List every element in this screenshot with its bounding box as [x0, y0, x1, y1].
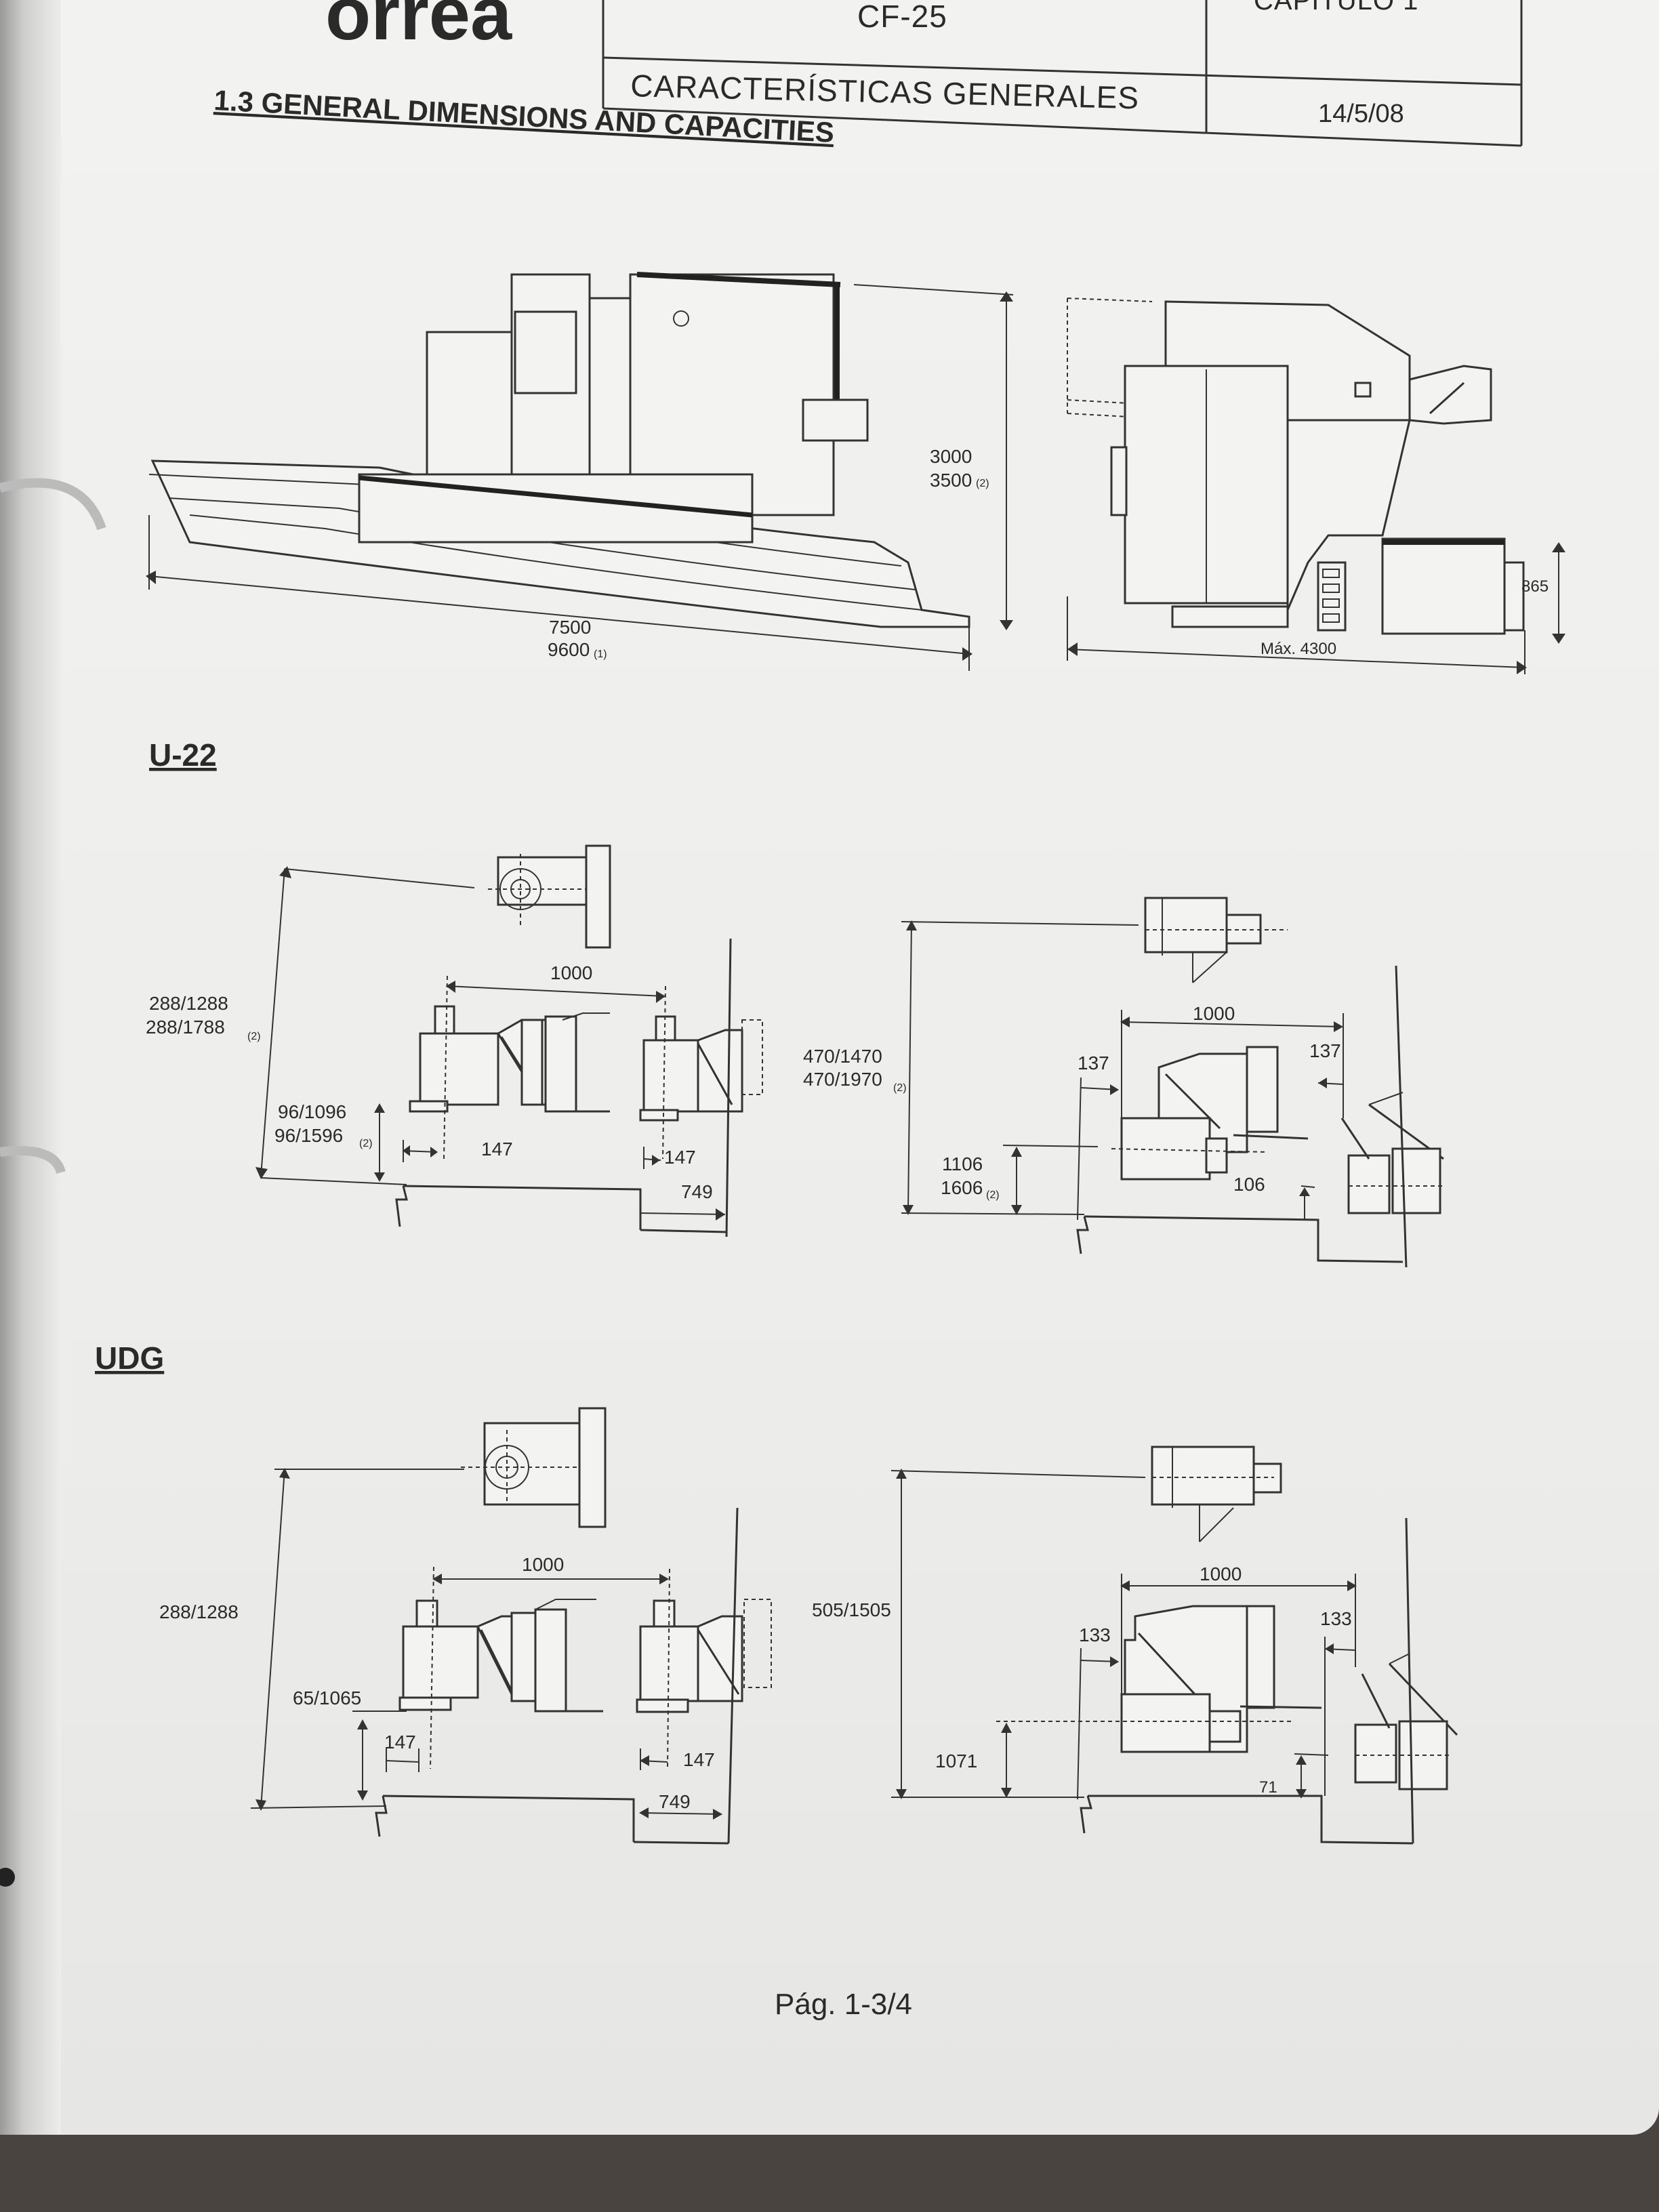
u22-front-lower-note: (2) [359, 1138, 373, 1149]
udg-front-total-height: 288/1288 [159, 1601, 239, 1622]
u22-front-total-height: 288/1288 [149, 993, 228, 1014]
machine-height: 3000 [930, 446, 972, 467]
u22-side-travel: 1000 [1193, 1003, 1235, 1024]
udg-side-right: 133 [1320, 1608, 1352, 1629]
model-number: CF-25 [857, 0, 947, 34]
u22-side-lower: 1106 [942, 1153, 983, 1174]
side-height: 865 [1521, 577, 1549, 596]
u22-side-gap: 106 [1233, 1174, 1265, 1195]
u22-front-lower: 96/1096 [278, 1101, 346, 1122]
header-block: orrea CF-25 CAPÍTULO 1 CARACTERÍSTICAS G… [325, 0, 1523, 147]
udg-front-offset-left: 147 [384, 1732, 416, 1753]
udg-side-travel: 1000 [1200, 1563, 1242, 1584]
u22-front-note: (2) [247, 1031, 261, 1042]
u22-front-offset-left: 147 [481, 1139, 513, 1160]
u22-side-total-height: 470/1470 [803, 1046, 882, 1067]
udg-front-view: 288/1288 1000 65/1065 147 147 749 [159, 1407, 772, 1845]
machine-length-alt: 9600 [548, 639, 590, 660]
u22-side-right: 137 [1309, 1040, 1341, 1061]
udg-front-lower: 65/1065 [293, 1687, 361, 1708]
udg-label: UDG [95, 1340, 164, 1376]
udg-side-gap: 71 [1259, 1778, 1277, 1797]
machine-length: 7500 [549, 617, 591, 638]
u22-front-offset-right: 147 [664, 1147, 696, 1168]
u22-side-left: 137 [1078, 1052, 1109, 1073]
udg-side-left: 133 [1079, 1624, 1111, 1645]
machine-side-view: 865 Máx. 4300 [1067, 298, 1565, 674]
udg-front-travel: 1000 [522, 1554, 564, 1575]
udg-front-reach: 749 [659, 1791, 691, 1812]
u22-front-lower-alt: 96/1596 [274, 1125, 343, 1146]
note-2: (2) [976, 478, 989, 489]
machine-width: Máx. 4300 [1261, 640, 1336, 658]
binder-rings [0, 478, 106, 1887]
u22-side-view: 470/1470 470/1970 (2) 1000 137 137 1106 … [803, 897, 1444, 1268]
u22-side-total-height-alt: 470/1970 [803, 1069, 882, 1090]
chapter-label: CAPÍTULO 1 [1254, 0, 1418, 16]
udg-front-offset-right: 147 [683, 1749, 715, 1770]
u22-front-travel: 1000 [550, 962, 592, 983]
u22-front-total-height-alt: 288/1788 [146, 1017, 225, 1038]
machine-height-alt: 3500 [930, 470, 972, 491]
udg-side-total-height: 505/1505 [812, 1599, 891, 1620]
brand-logo: orrea [325, 0, 512, 56]
machine-front-view: 3000 3500 (2) 7500 9600 (1) [146, 272, 1014, 671]
binder-edge [0, 0, 61, 2135]
udg-side-lower: 1071 [935, 1750, 977, 1771]
page-number: Pág. 1-3/4 [775, 1988, 912, 2021]
u22-front-reach: 749 [681, 1181, 713, 1202]
u22-label: U-22 [149, 737, 217, 773]
udg-side-view: 505/1505 1000 133 133 1071 71 [812, 1446, 1458, 1845]
note-1: (1) [594, 649, 607, 660]
date: 14/5/08 [1318, 100, 1404, 128]
u22-side-note: (2) [893, 1082, 907, 1094]
u22-front-view: 288/1288 288/1788 (2) 1000 96/1096 96/15… [146, 844, 763, 1237]
u22-side-lower-note: (2) [986, 1189, 1000, 1201]
subtitle: CARACTERÍSTICAS GENERALES [630, 68, 1140, 115]
u22-side-lower-alt: 1606 [941, 1177, 983, 1198]
